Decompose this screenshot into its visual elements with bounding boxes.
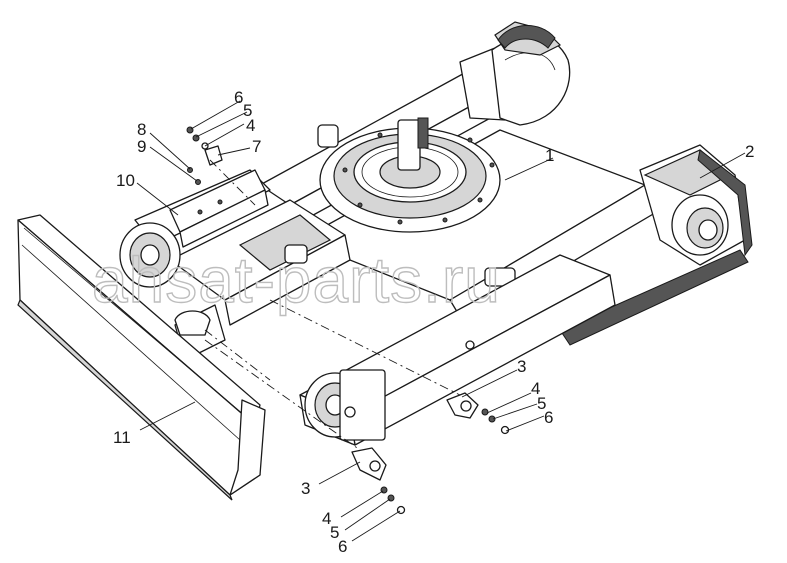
right-track-assembly <box>559 144 753 346</box>
callout-5-right: 5 <box>537 394 546 413</box>
callout-9: 9 <box>137 137 146 156</box>
track-chain <box>559 149 753 346</box>
front-idler-assembly <box>119 169 271 288</box>
leader-lines <box>136 100 746 542</box>
callouts: 1 2 3 4 5 6 3 4 5 6 6 5 4 7 8 9 10 11 <box>113 88 754 556</box>
pin-set-upper <box>186 126 223 185</box>
callout-4-right: 4 <box>531 379 540 398</box>
callout-3-right: 3 <box>517 357 526 376</box>
slewing-ring <box>319 117 501 233</box>
callout-6-right: 6 <box>544 408 553 427</box>
pin-set-lower <box>351 447 406 515</box>
alignment-lines <box>204 159 461 451</box>
dozer-blade <box>17 214 266 501</box>
callout-1: 1 <box>545 146 554 165</box>
callout-7: 7 <box>252 137 261 156</box>
callout-11: 11 <box>113 428 131 447</box>
callout-4-lower: 4 <box>322 509 331 528</box>
callout-6-upper: 6 <box>234 88 243 107</box>
pin-set-right <box>446 392 510 435</box>
callout-4-upper: 4 <box>246 116 255 135</box>
callout-2: 2 <box>745 142 754 161</box>
callout-5-upper: 5 <box>243 101 252 120</box>
lower-track-frame <box>299 254 616 446</box>
upper-track-chain <box>497 25 556 49</box>
watermark-text: ahsat-parts.ru <box>92 244 501 316</box>
callout-6-lower: 6 <box>338 537 347 556</box>
callout-3-lower: 3 <box>301 479 310 498</box>
callout-10: 10 <box>116 171 135 190</box>
callout-5-lower: 5 <box>330 523 339 542</box>
callout-8: 8 <box>137 120 146 139</box>
